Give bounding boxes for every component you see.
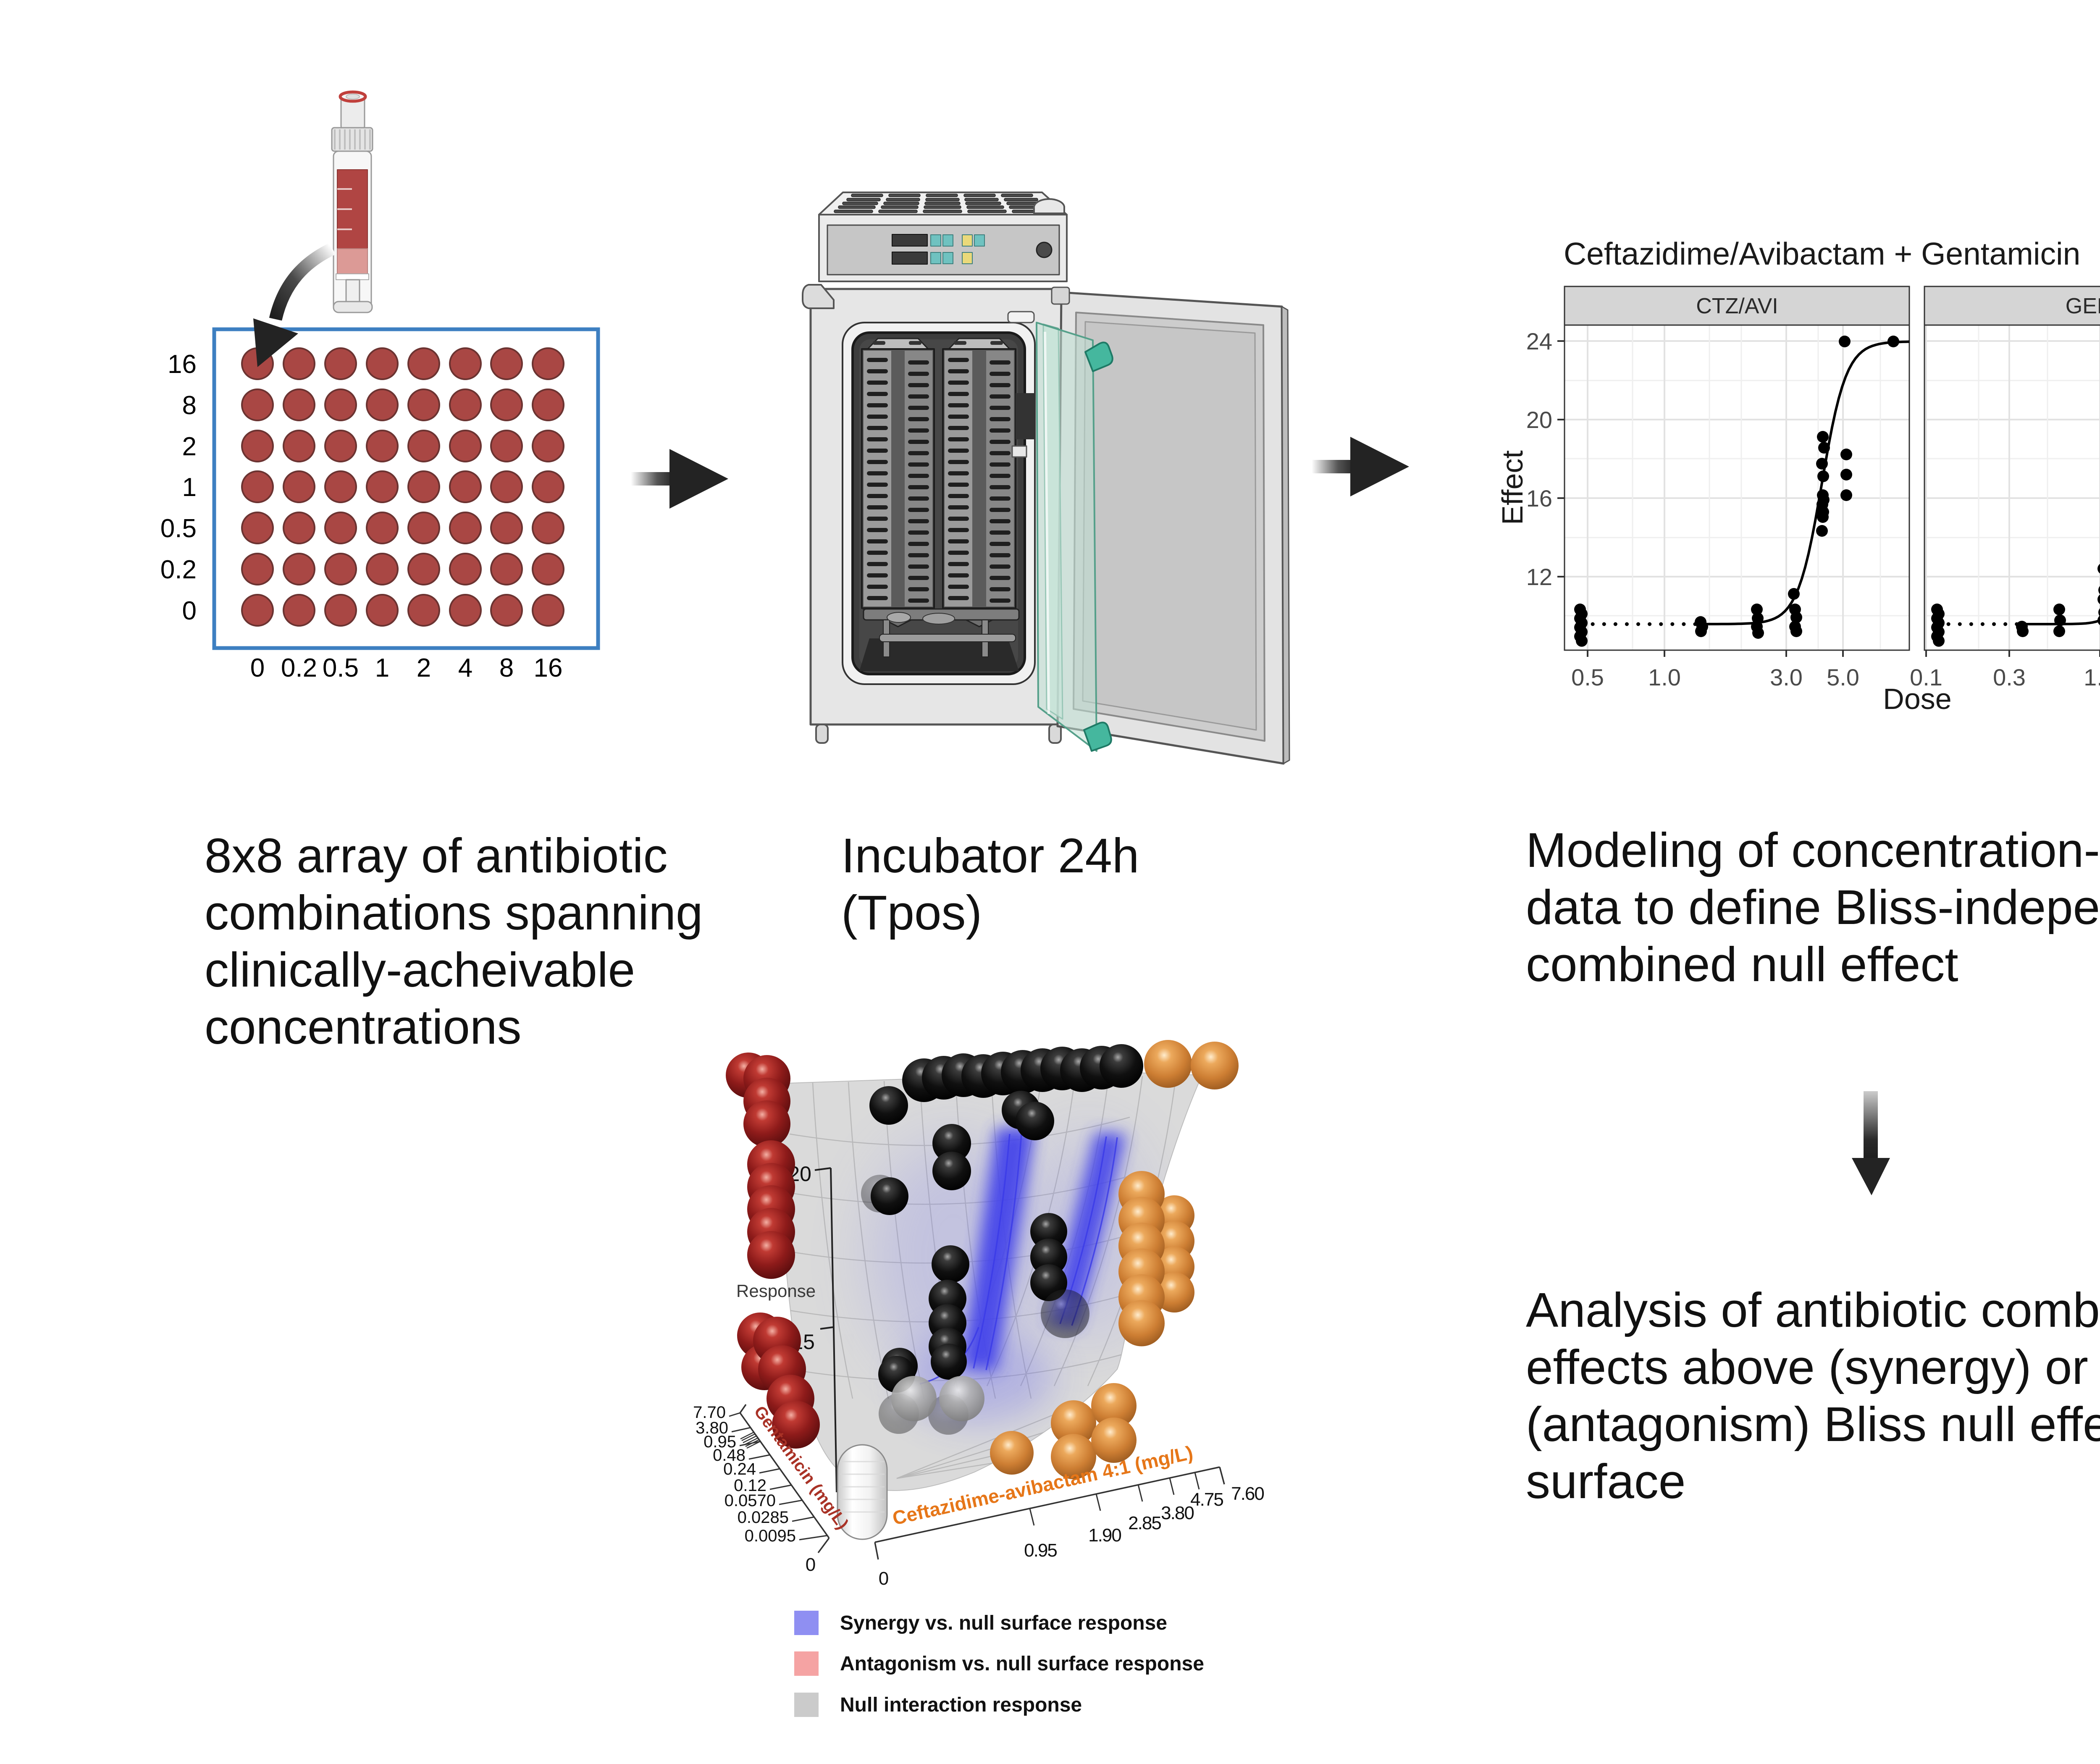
svg-text:surface: surface bbox=[1526, 1454, 1685, 1509]
svg-text:0.5: 0.5 bbox=[160, 514, 197, 543]
svg-text:0.24: 0.24 bbox=[723, 1460, 756, 1478]
svg-text:0: 0 bbox=[182, 596, 197, 625]
svg-text:24: 24 bbox=[1526, 328, 1552, 354]
svg-text:GENT: GENT bbox=[2066, 294, 2100, 318]
svg-text:1.90: 1.90 bbox=[1088, 1525, 1121, 1546]
svg-text:Effect: Effect bbox=[1496, 450, 1529, 525]
svg-text:0.2: 0.2 bbox=[160, 555, 197, 584]
svg-text:2.85: 2.85 bbox=[1128, 1513, 1161, 1533]
svg-text:1: 1 bbox=[375, 654, 389, 682]
svg-text:Dose: Dose bbox=[1883, 682, 1951, 715]
svg-text:Ceftazidime/Avibactam + Gentam: Ceftazidime/Avibactam + Gentamicin bbox=[1564, 236, 2080, 271]
svg-text:0.95: 0.95 bbox=[1024, 1540, 1057, 1561]
svg-text:Analysis of antibiotic combina: Analysis of antibiotic combinations bbox=[1526, 1283, 2100, 1337]
svg-text:0.5: 0.5 bbox=[1571, 664, 1604, 690]
svg-text:0: 0 bbox=[250, 654, 265, 682]
svg-text:0: 0 bbox=[879, 1568, 888, 1589]
svg-text:1.0: 1.0 bbox=[2084, 664, 2100, 690]
svg-text:5.0: 5.0 bbox=[1827, 664, 1859, 690]
svg-text:data to define Bliss-independe: data to define Bliss-independence bbox=[1526, 880, 2100, 934]
svg-text:7.60: 7.60 bbox=[1231, 1483, 1264, 1504]
svg-text:Modeling of concentration-resp: Modeling of concentration-response bbox=[1526, 823, 2100, 877]
svg-text:0.12: 0.12 bbox=[734, 1476, 766, 1495]
svg-text:0.3: 0.3 bbox=[1993, 664, 2026, 690]
svg-text:2: 2 bbox=[417, 654, 431, 682]
svg-text:0.5: 0.5 bbox=[323, 654, 359, 682]
svg-text:clinically-acheivable: clinically-acheivable bbox=[205, 942, 635, 997]
svg-text:(Tpos): (Tpos) bbox=[841, 885, 982, 940]
svg-text:12: 12 bbox=[1526, 564, 1552, 590]
svg-text:3.80: 3.80 bbox=[1161, 1503, 1194, 1523]
svg-text:combinations spanning: combinations spanning bbox=[205, 885, 703, 940]
svg-text:Antagonism vs. null surface re: Antagonism vs. null surface response bbox=[840, 1653, 1204, 1675]
svg-text:0: 0 bbox=[806, 1554, 816, 1575]
svg-text:0.0570: 0.0570 bbox=[724, 1491, 776, 1510]
svg-text:(antagonism) Bliss null effect: (antagonism) Bliss null effect bbox=[1526, 1397, 2100, 1452]
svg-text:1.0: 1.0 bbox=[1648, 664, 1681, 690]
svg-text:16: 16 bbox=[1526, 485, 1552, 512]
svg-text:3.0: 3.0 bbox=[1770, 664, 1803, 690]
svg-text:0.1: 0.1 bbox=[1910, 664, 1942, 690]
svg-text:8: 8 bbox=[499, 654, 514, 682]
svg-text:concentrations: concentrations bbox=[205, 1000, 521, 1054]
svg-text:4: 4 bbox=[458, 654, 472, 682]
svg-text:0.48: 0.48 bbox=[713, 1446, 746, 1465]
svg-text:effects above (synergy) or bel: effects above (synergy) or below bbox=[1526, 1340, 2100, 1394]
svg-text:16: 16 bbox=[534, 654, 563, 682]
svg-text:0.2: 0.2 bbox=[281, 654, 317, 682]
svg-text:3.80: 3.80 bbox=[696, 1419, 728, 1437]
svg-text:0.0095: 0.0095 bbox=[745, 1527, 796, 1545]
svg-text:7.70: 7.70 bbox=[693, 1403, 726, 1422]
svg-text:0.95: 0.95 bbox=[704, 1433, 736, 1451]
svg-text:Null interaction response: Null interaction response bbox=[840, 1694, 1082, 1716]
svg-text:4.75: 4.75 bbox=[1190, 1489, 1223, 1510]
svg-text:2: 2 bbox=[182, 432, 197, 461]
svg-text:20: 20 bbox=[1526, 407, 1552, 433]
svg-text:Incubator 24h: Incubator 24h bbox=[841, 828, 1139, 883]
svg-text:16: 16 bbox=[168, 350, 197, 379]
svg-text:1: 1 bbox=[182, 473, 197, 502]
svg-text:Response: Response bbox=[736, 1281, 816, 1301]
svg-text:8x8 array of antibiotic: 8x8 array of antibiotic bbox=[205, 828, 668, 883]
svg-text:8: 8 bbox=[182, 391, 197, 420]
svg-text:combined null effect: combined null effect bbox=[1526, 937, 1958, 992]
svg-text:Synergy vs. null surface respo: Synergy vs. null surface response bbox=[840, 1612, 1167, 1634]
svg-text:0.0285: 0.0285 bbox=[738, 1508, 789, 1527]
svg-text:CTZ/AVI: CTZ/AVI bbox=[1696, 294, 1778, 318]
